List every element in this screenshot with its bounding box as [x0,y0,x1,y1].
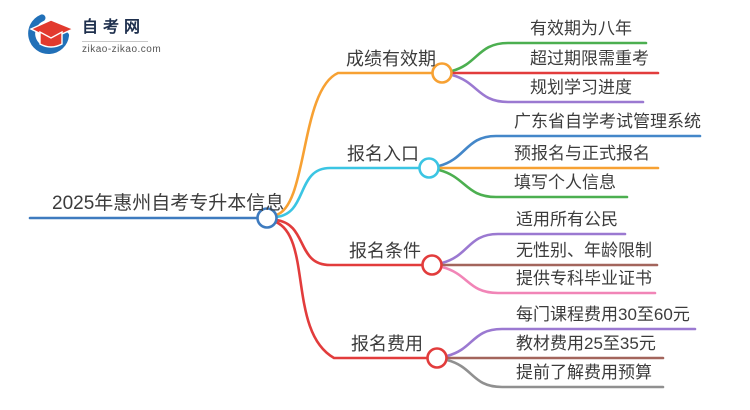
brand-logo: 自考网 zikao-zikao.com [28,12,161,60]
branch-registration-entry: 报名入口 [347,144,419,164]
leaf-fill-personal-info: 填写个人信息 [514,173,616,192]
branch-curve-score-validity [274,71,434,217]
leaf-retake-after-expiry: 超过期限需重考 [530,49,649,68]
leaf-course-fee-range: 每门课程费用30至60元 [516,305,690,324]
child-curve-3-3 [440,265,657,295]
leaf-college-diploma-required: 提供专科毕业证书 [516,269,652,288]
brand-name: 自考网 [82,18,146,36]
child-curve-1-3 [450,73,645,104]
branch-curve-fees [274,220,429,360]
leaf-pre-and-formal-registration: 预报名与正式报名 [514,144,650,163]
root-junction [256,207,278,229]
graduation-cap-icon [28,14,74,54]
junction-fees [426,347,448,369]
leaf-validity-eight-years: 有效期为八年 [530,19,632,38]
root-node: 2025年惠州自考专升本信息 [52,193,285,214]
leaf-textbook-fee-range: 教材费用25至35元 [516,334,656,353]
junction-entry [418,157,440,179]
child-curve-4-3 [445,358,665,389]
junction-conditions [421,254,443,276]
child-curve-4-1 [445,327,697,358]
child-curve-2-3 [437,168,629,199]
leaf-know-budget-in-advance: 提前了解费用预算 [516,363,652,382]
leaf-no-gender-age-limit: 无性别、年龄限制 [516,241,652,260]
child-curve-2-1 [437,134,702,168]
leaf-all-citizens: 适用所有公民 [516,210,618,229]
branch-score-validity: 成绩有效期 [346,49,436,69]
leaf-guangdong-system: 广东省自学考试管理系统 [514,112,701,131]
brand-divider [82,40,148,42]
branch-registration-fees: 报名费用 [351,334,423,354]
leaf-plan-study-progress: 规划学习进度 [530,78,632,97]
child-curve-3-1 [440,232,627,265]
branch-curve-conditions [274,218,424,267]
branch-curve-entry [274,166,421,219]
brand-domain: zikao-zikao.com [82,43,162,55]
junction-score-validity [431,62,453,84]
child-curve-1-1 [450,41,648,73]
branch-registration-conditions: 报名条件 [349,241,421,261]
